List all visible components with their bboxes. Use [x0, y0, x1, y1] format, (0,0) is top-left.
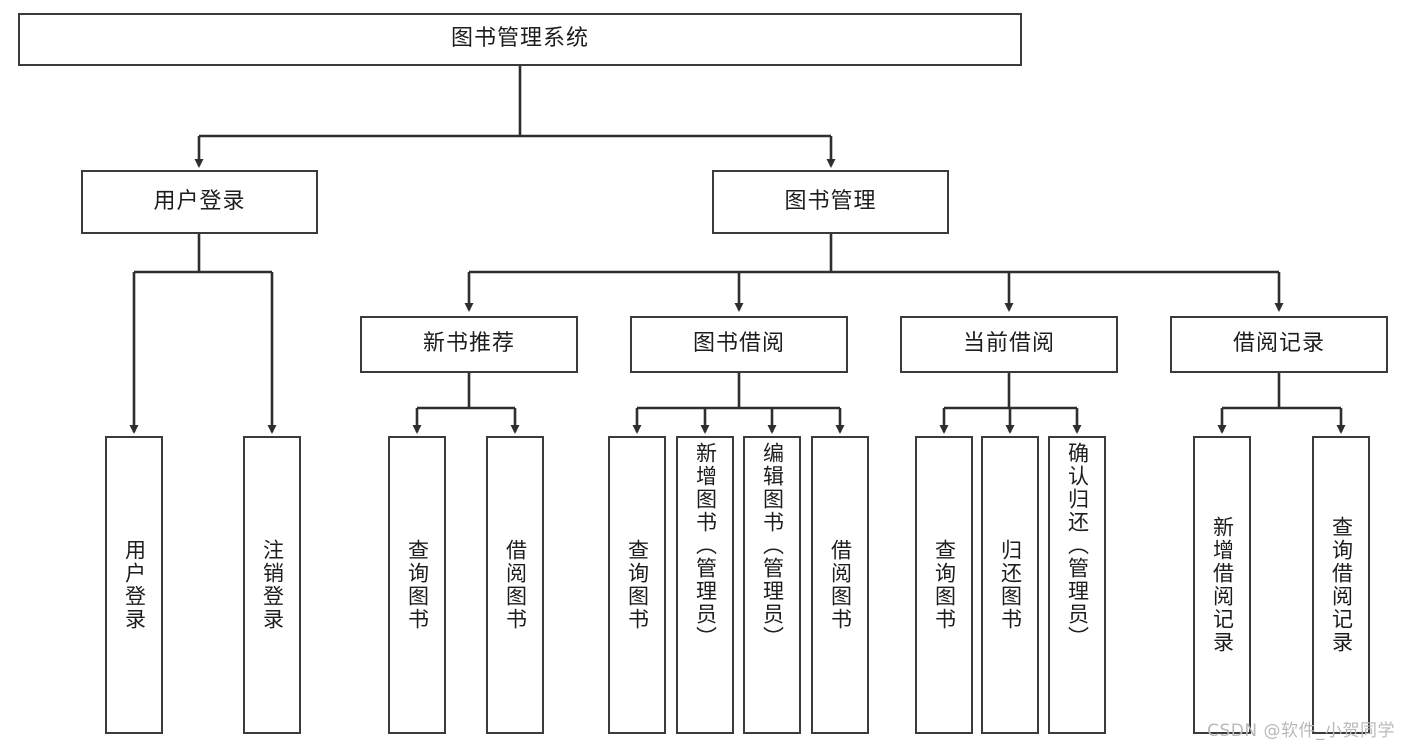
node-leaf-query-book-1[interactable]: 查询图书: [388, 436, 446, 734]
node-leaf-user-login-label: 用户登录: [122, 539, 147, 631]
node-borrow-record[interactable]: 借阅记录: [1170, 316, 1388, 373]
node-book-borrow[interactable]: 图书借阅: [630, 316, 848, 373]
node-current-borrow[interactable]: 当前借阅: [900, 316, 1118, 373]
node-leaf-user-logout[interactable]: 注销登录: [243, 436, 301, 734]
node-book-manage-label: 图书管理: [784, 188, 877, 214]
node-leaf-borrow-book-1-label: 借阅图书: [503, 539, 528, 631]
node-root-label: 图书管理系统: [450, 26, 589, 52]
node-leaf-confirm-return-label: 确认归还（管理员）: [1065, 442, 1090, 649]
node-user-login[interactable]: 用户登录: [81, 170, 318, 234]
node-leaf-query-book-1-label: 查询图书: [405, 539, 430, 631]
node-leaf-borrow-book-2[interactable]: 借阅图书: [811, 436, 869, 734]
node-leaf-query-book-3[interactable]: 查询图书: [915, 436, 973, 734]
node-leaf-edit-book[interactable]: 编辑图书（管理员）: [743, 436, 801, 734]
node-leaf-edit-book-label: 编辑图书（管理员）: [760, 442, 785, 649]
node-leaf-add-book-label: 新增图书（管理员）: [693, 442, 718, 649]
node-new-book-recommend[interactable]: 新书推荐: [360, 316, 578, 373]
node-leaf-query-record-label: 查询借阅记录: [1329, 516, 1354, 654]
node-leaf-query-book-2-label: 查询图书: [625, 539, 650, 631]
node-leaf-user-login[interactable]: 用户登录: [105, 436, 163, 734]
node-leaf-return-book[interactable]: 归还图书: [981, 436, 1039, 734]
node-book-manage[interactable]: 图书管理: [712, 170, 949, 234]
node-leaf-add-record-label: 新增借阅记录: [1210, 516, 1235, 654]
node-leaf-confirm-return[interactable]: 确认归还（管理员）: [1048, 436, 1106, 734]
node-current-borrow-label: 当前借阅: [962, 331, 1055, 357]
node-leaf-return-book-label: 归还图书: [998, 539, 1023, 631]
node-new-book-recommend-label: 新书推荐: [422, 331, 515, 357]
csdn-watermark: CSDN @软件_小贺同学: [1207, 721, 1395, 741]
node-leaf-add-book[interactable]: 新增图书（管理员）: [676, 436, 734, 734]
node-leaf-add-record[interactable]: 新增借阅记录: [1193, 436, 1251, 734]
node-user-login-label: 用户登录: [153, 188, 246, 214]
node-leaf-query-book-3-label: 查询图书: [932, 539, 957, 631]
node-leaf-borrow-book-1[interactable]: 借阅图书: [486, 436, 544, 734]
node-root[interactable]: 图书管理系统: [18, 13, 1022, 66]
node-leaf-query-book-2[interactable]: 查询图书: [608, 436, 666, 734]
node-leaf-user-logout-label: 注销登录: [260, 539, 285, 631]
node-borrow-record-label: 借阅记录: [1232, 331, 1325, 357]
node-leaf-borrow-book-2-label: 借阅图书: [828, 539, 853, 631]
node-leaf-query-record[interactable]: 查询借阅记录: [1312, 436, 1370, 734]
node-book-borrow-label: 图书借阅: [692, 331, 785, 357]
